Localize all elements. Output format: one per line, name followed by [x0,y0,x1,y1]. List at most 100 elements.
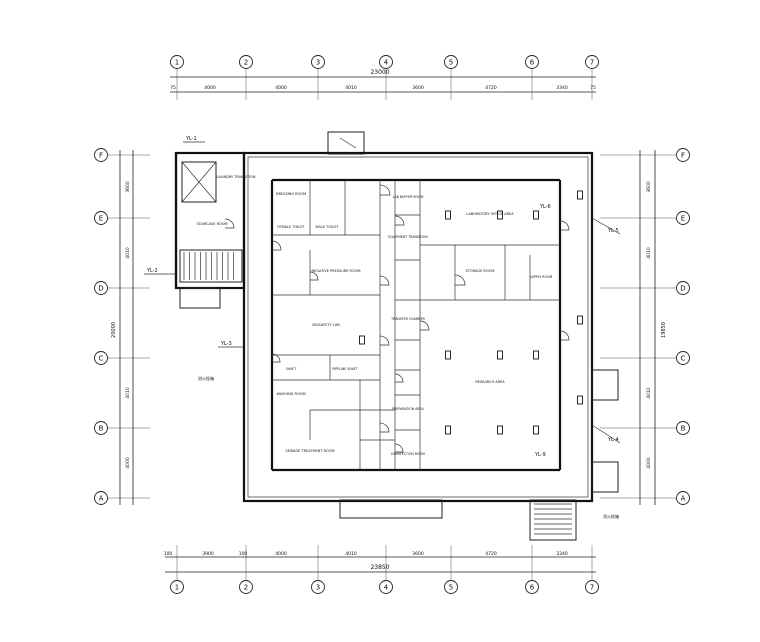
room-preparation: PREPARATION AREA [392,407,424,411]
room-male-toilet: MALE TOILET [316,225,340,229]
grid-bubble-bottom-2-circle [239,580,253,594]
right-dim-3: 4010 [646,387,652,399]
grid-bubble-left-C: C [99,355,104,363]
grid-bubble-right-C: C [681,355,686,363]
tag-yl-3: YL-3 [220,341,232,347]
room-pipeline-shaft: PIPELINE SHAFT [332,367,357,371]
column-8 [497,425,503,435]
column-5 [497,350,503,360]
grid-bubble-left-B: B [99,425,104,433]
grid-bubble-bottom-4-circle [379,580,393,594]
grid-bubble-bottom-4: 4 [384,584,389,592]
bottom-total-dim: 23850 [370,564,389,571]
bottom-dim-5: 4720 [485,551,497,557]
grid-bubble-top-4: 4 [384,59,389,67]
grid-bubble-top-5-circle [444,55,458,69]
room-research: RESEARCH AREA [475,380,505,384]
grid-bubble-left-B-circle [94,421,108,435]
left-dimensions: 20000 3600 4010 4010 4000 [111,150,134,505]
left-dim-1: 3600 [125,181,131,193]
grid-bubble-right-D: D [680,285,685,293]
grid-bubble-top-2: 2 [244,59,248,67]
tag-yl-4: YL-4 [607,437,619,443]
left-dim-4: 4000 [125,457,131,469]
tag-yl-1: YL-1 [185,136,197,142]
right-total-dim: 19850 [661,322,667,338]
right-dimensions: 19850 3600 4010 4010 4000 [639,150,667,505]
room-disinfection: DISINFECTION ROOM [391,452,425,456]
grid-bubble-bottom-2: 2 [244,584,248,592]
grid-bubble-left-A: A [99,495,104,503]
column-2 [497,210,503,220]
room-dressing: DRESSING ROOM [276,192,306,196]
grid-bubble-right-E-circle [676,211,690,225]
building-walls [174,131,619,541]
grid-bubble-top-1-circle [170,55,184,69]
structural-columns [359,190,583,435]
grid-bubble-bottom-5-circle [444,580,458,594]
grid-bubble-bottom-1-circle [170,580,184,594]
grid-bubble-top-1: 1 [175,59,179,67]
bottom-dim-3: 4010 [345,551,357,557]
grid-bubble-bottom-3-circle [311,580,325,594]
right-dim-2: 4010 [646,247,652,259]
top-total-dim: 23000 [370,69,389,76]
left-total-dim: 20000 [111,322,117,338]
bottom-dim-1: 3900 [202,551,214,557]
grid-bubble-top-6: 6 [530,59,535,67]
grid-bubble-top-3-circle [311,55,325,69]
grid-bubble-left-D-circle [94,281,108,295]
bottom-dim-6: 3340 [556,551,568,557]
grid-bubble-bottom-6-circle [525,580,539,594]
grid-bubble-right-C-circle [676,351,690,365]
grid-bubble-right-B: B [681,425,686,433]
bottom-end-left: 100 [164,551,173,557]
bottom-dim-4: 3600 [412,551,424,557]
room-lab-buffer: LAB BUFFER ROOM [393,195,424,199]
grid-lines [108,68,676,580]
column-3 [533,210,539,220]
grid-bubble-right-A-circle [676,491,690,505]
grid-bubble-left-A-circle [94,491,108,505]
column-4 [445,350,451,360]
column-1 [445,210,451,220]
grid-bubble-right-D-circle [676,281,690,295]
room-neg-pressure: NEGATIVE PRESSURE ROOM [311,269,360,273]
grid-bubble-top-3: 3 [316,59,320,67]
column-9 [533,425,539,435]
room-supply: SUPPLY ROOM [530,275,553,279]
wall-tags: YL-1 YL-2 YL-3 YL-4 YL-5 YL-6 YL-9 消火栓箱 … [144,136,621,519]
grid-bubble-left-D: D [98,285,103,293]
grid-bubble-left-F-circle [94,148,108,162]
grid-bubble-right-E: E [681,215,685,223]
bottom-dimensions: 23850 100 100 3900 4000 4010 3600 4720 3… [164,551,596,573]
grid-bubble-top-7-circle [585,55,599,69]
grid-bubble-bottom-5: 5 [449,584,453,592]
top-end-left: 75 [170,85,176,91]
room-transfer: TRANSFER CHAMBER [390,317,425,321]
tag-yl-5: YL-5 [607,228,619,234]
grid-bubble-top-5: 5 [449,59,453,67]
grid-bubble-bottom-6: 6 [530,584,535,592]
note-hydrant-2: 消火栓箱 [603,513,619,519]
room-laundry: LAUNDRY TRANSITION [217,175,256,179]
top-dim-1: 4000 [204,85,216,91]
grid-bubble-top-2-circle [239,55,253,69]
grid-bubble-top-4-circle [379,55,393,69]
right-dim-1: 3600 [646,181,652,193]
top-end-right: 75 [590,85,596,91]
column-13 [359,335,365,345]
bottom-dim-2: 4000 [275,551,287,557]
room-shaft: SHAFT [286,367,296,371]
room-washing: WASHING ROOM [277,392,306,396]
note-hydrant: 消火栓箱 [198,375,214,381]
tag-yl-6: YL-6 [539,204,551,210]
top-dim-5: 4720 [485,85,497,91]
grid-bubble-top-7: 7 [590,59,594,67]
left-dim-3: 4010 [125,387,131,399]
grid-bubble-right-B-circle [676,421,690,435]
tag-yl-9: YL-9 [534,452,546,458]
grid-bubble-right-F: F [681,152,685,160]
grid-bubble-left-E-circle [94,211,108,225]
